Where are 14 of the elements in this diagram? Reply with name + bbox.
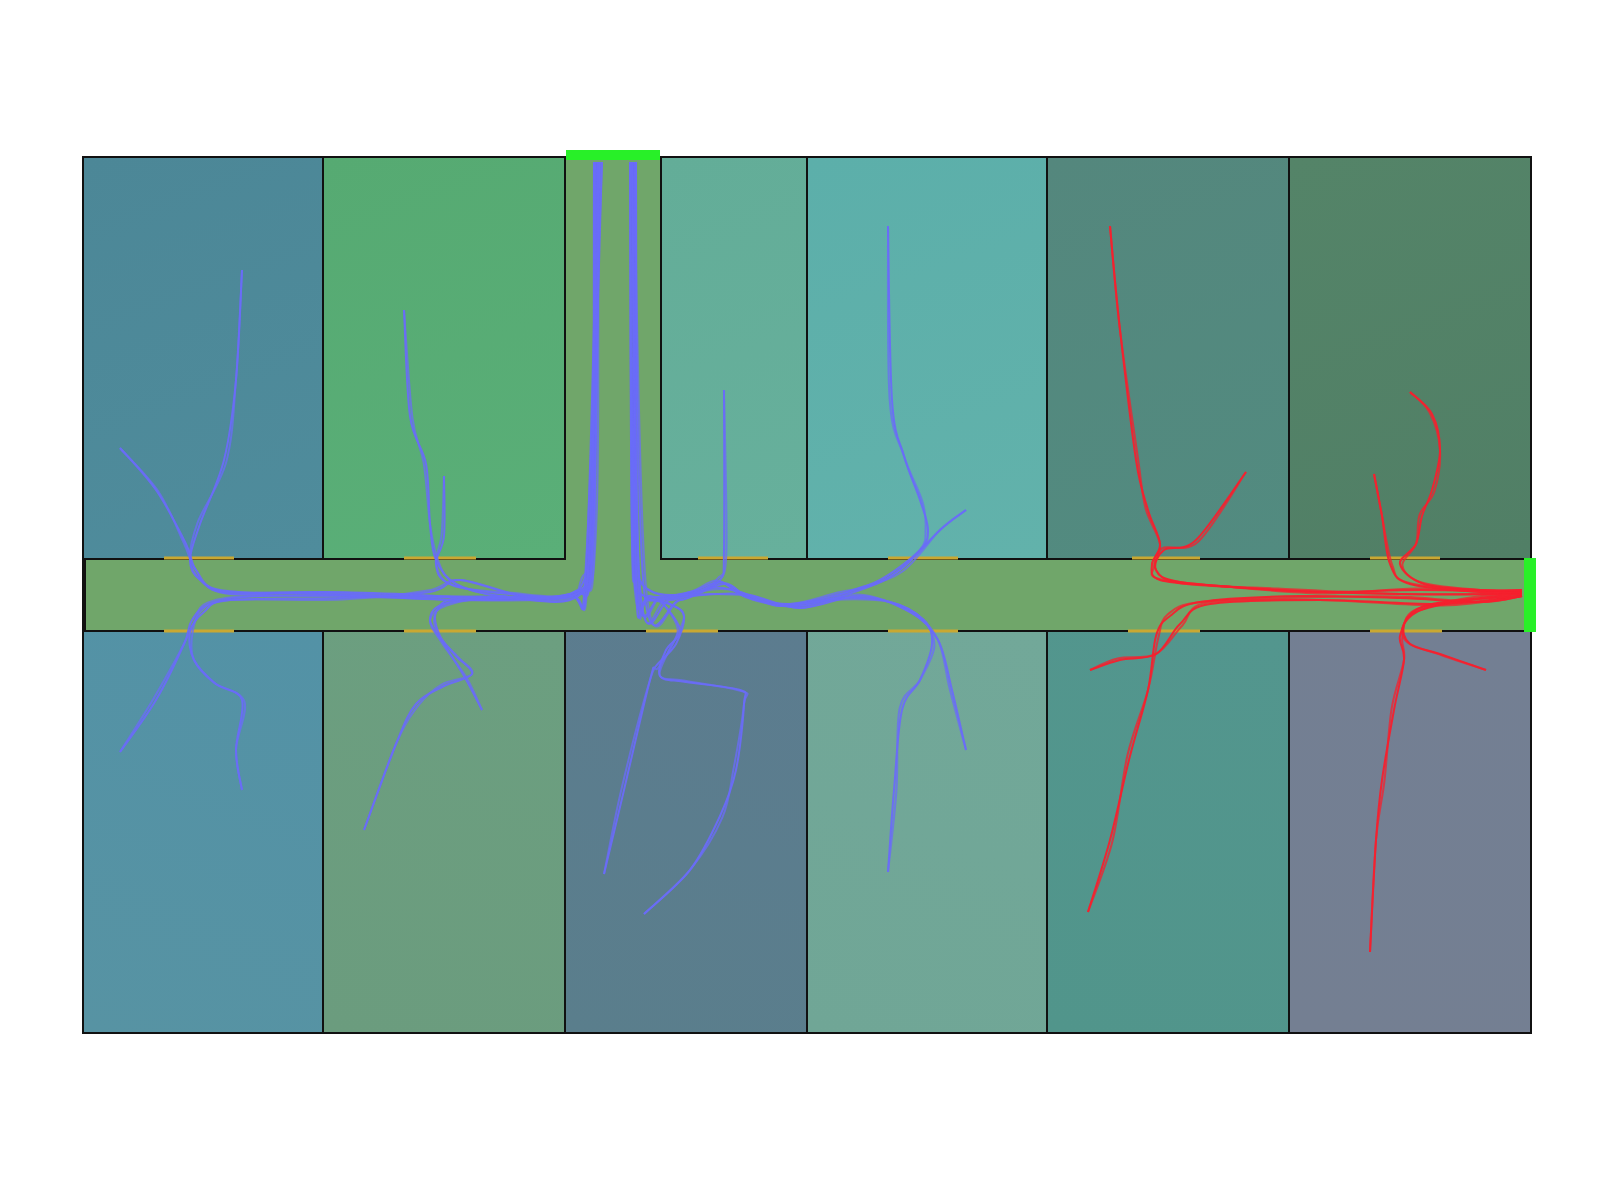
room-area — [1288, 156, 1532, 560]
room-area — [806, 630, 1048, 1034]
room-area — [1046, 156, 1290, 560]
room-area — [82, 156, 324, 560]
exit-bar — [566, 150, 660, 160]
room-area — [322, 630, 566, 1034]
room-area — [564, 630, 808, 1034]
room-area — [1046, 630, 1290, 1034]
room-area — [322, 156, 566, 560]
room-area — [1288, 630, 1532, 1034]
room-area — [660, 156, 808, 560]
room-area — [806, 156, 1048, 560]
room-area — [82, 630, 324, 1034]
exit-bar — [1524, 558, 1536, 632]
